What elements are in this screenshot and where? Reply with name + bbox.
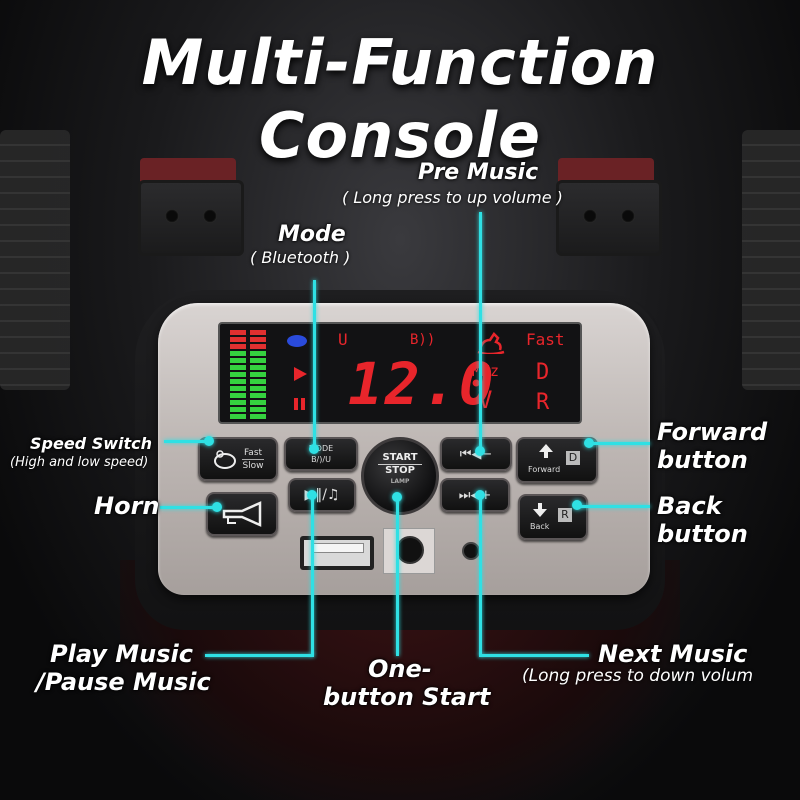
next-music-title: Next Music xyxy=(598,640,748,668)
left-pedal xyxy=(0,130,70,390)
one-button-start-line2: button Start xyxy=(323,683,491,711)
horn-dot xyxy=(212,502,222,512)
horn-button[interactable] xyxy=(206,492,278,536)
speed-switch-line xyxy=(164,440,208,443)
play-music-line-v xyxy=(311,494,314,656)
lcd-u-indicator: U xyxy=(338,330,348,349)
pre-music-sub: ( Long press to up volume ) xyxy=(342,188,563,207)
back-dot xyxy=(572,500,582,510)
mode-title: Mode xyxy=(278,222,346,247)
mode-label: MODE xyxy=(308,444,334,453)
pre-music-title: Pre Music xyxy=(418,160,539,185)
mode-button[interactable]: MODE B/)/U xyxy=(284,437,358,471)
pre-music-line xyxy=(479,212,482,452)
speed-fast-label: Fast xyxy=(243,447,263,458)
page-title: Multi-Function Console xyxy=(141,26,659,172)
pre-music-dot xyxy=(475,446,485,456)
mode-line xyxy=(313,280,316,448)
horn-icon xyxy=(222,501,262,527)
next-music-line-h xyxy=(479,654,589,657)
mode-sub: ( Bluetooth ) xyxy=(250,248,351,267)
start-label: START xyxy=(382,452,418,463)
start-stop-button[interactable]: START STOP LAMP xyxy=(361,437,439,515)
eq-column-left xyxy=(230,330,246,419)
lcd-r-indicator: R xyxy=(536,390,550,415)
pause-icon xyxy=(294,398,305,410)
play-music-line-h xyxy=(205,654,314,657)
speed-slow-label: Slow xyxy=(242,458,264,471)
horn-line xyxy=(160,506,216,509)
start-dot xyxy=(392,492,402,502)
back-label: Back xyxy=(530,522,550,531)
stop-label: STOP xyxy=(378,464,422,476)
forward-letter: D xyxy=(566,451,580,465)
play-music-title-line2: /Pause Music xyxy=(36,668,211,696)
lcd-voltage-reading: 12.0 xyxy=(348,350,496,418)
lcd-fast-indicator: Fast xyxy=(526,330,565,349)
right-pedal xyxy=(742,130,800,390)
back-letter: R xyxy=(558,508,572,522)
up-arrow-icon xyxy=(539,444,553,458)
mode-sub-label: B/)/U xyxy=(311,455,331,464)
one-button-start-line1: One- xyxy=(368,655,432,683)
small-jack[interactable] xyxy=(462,542,480,560)
right-bracket xyxy=(556,180,662,256)
down-arrow-icon xyxy=(533,503,547,517)
lcd-display: U B)) 12.0 MHz V Fast D R xyxy=(218,322,582,424)
back-title-line2: button xyxy=(657,520,748,548)
back-button[interactable]: Back R xyxy=(518,494,588,540)
aux-jack[interactable] xyxy=(396,536,424,564)
lamp-label: LAMP xyxy=(390,478,410,485)
forward-dot xyxy=(584,438,594,448)
forward-line xyxy=(590,442,650,445)
equalizer-bars xyxy=(230,330,266,419)
forward-label: Forward xyxy=(528,465,561,474)
horn-title: Horn xyxy=(94,492,160,520)
lcd-mhz-indicator: MHz xyxy=(472,362,500,380)
next-music-sub: (Long press to down volum xyxy=(522,666,754,686)
speed-switch-dot xyxy=(204,436,214,446)
play-pause-button[interactable]: ▶‖/♫ xyxy=(288,478,356,512)
lcd-d-indicator: D xyxy=(536,360,550,385)
play-music-title-line1: Play Music xyxy=(50,640,193,668)
left-bracket xyxy=(138,180,244,256)
forward-title-line1: Forward xyxy=(657,418,768,446)
play-icon xyxy=(294,367,307,381)
eq-column-right xyxy=(250,330,266,419)
forward-title-line2: button xyxy=(657,446,748,474)
next-music-dot xyxy=(475,490,485,500)
speed-switch-sub: (High and low speed) xyxy=(10,455,149,470)
bluetooth-icon xyxy=(287,335,307,347)
mode-dot xyxy=(309,444,319,454)
back-line xyxy=(578,505,650,508)
lcd-bt-indicator: B)) xyxy=(410,332,436,348)
next-music-line-v xyxy=(479,494,482,656)
speed-switch-title: Speed Switch xyxy=(30,434,153,453)
play-music-dot xyxy=(307,490,317,500)
back-title-line1: Back xyxy=(657,492,722,520)
start-line xyxy=(396,496,399,656)
turtle-icon xyxy=(214,450,237,469)
